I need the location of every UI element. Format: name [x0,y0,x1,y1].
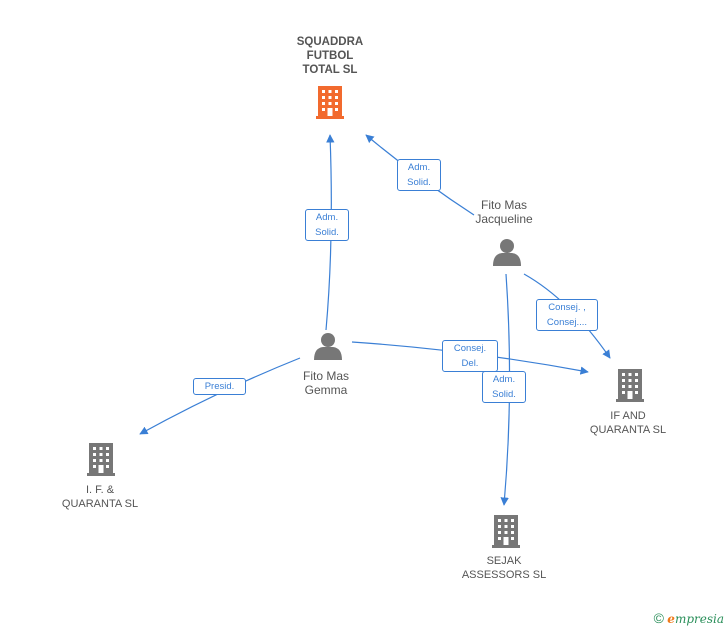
building-icon[interactable] [616,369,644,402]
edge-label-gemma-ifquaranta[interactable]: Presid. [193,378,246,395]
edge-label-gemma-squaddra[interactable]: Adm. Solid. [305,209,349,241]
node-label-if-and-quaranta[interactable]: IF AND QUARANTA SL [589,410,667,436]
edge-label-gemma-ifandquaranta[interactable]: Consej. Del. [442,340,498,372]
node-label-fito-jacqueline[interactable]: Fito Mas Jacqueline [475,198,533,226]
person-icon[interactable] [314,333,342,360]
building-icon[interactable] [492,515,520,548]
node-label-squaddra[interactable]: SQUADDRA FUTBOL TOTAL SL [296,36,364,76]
node-label-fito-gemma[interactable]: Fito Mas Gemma [302,369,349,397]
copyright-symbol: © [653,610,664,626]
edge-label-jacqueline-sejak[interactable]: Adm. Solid. [482,371,526,403]
node-label-if-quaranta[interactable]: I. F. & QUARANTA SL [61,484,139,510]
building-icon[interactable] [87,443,115,476]
edge-label-jacqueline-ifandquaranta[interactable]: Consej. , Consej.... [536,299,598,331]
brand-logo: © empresia [654,610,724,626]
edge-label-jacqueline-squaddra[interactable]: Adm. Solid. [397,159,441,191]
person-icon[interactable] [493,239,521,266]
building-icon[interactable] [316,86,344,119]
brand-initial: e [667,612,675,626]
node-label-sejak[interactable]: SEJAK ASSESSORS SL [461,555,547,581]
brand-name: mpresia [674,612,724,626]
